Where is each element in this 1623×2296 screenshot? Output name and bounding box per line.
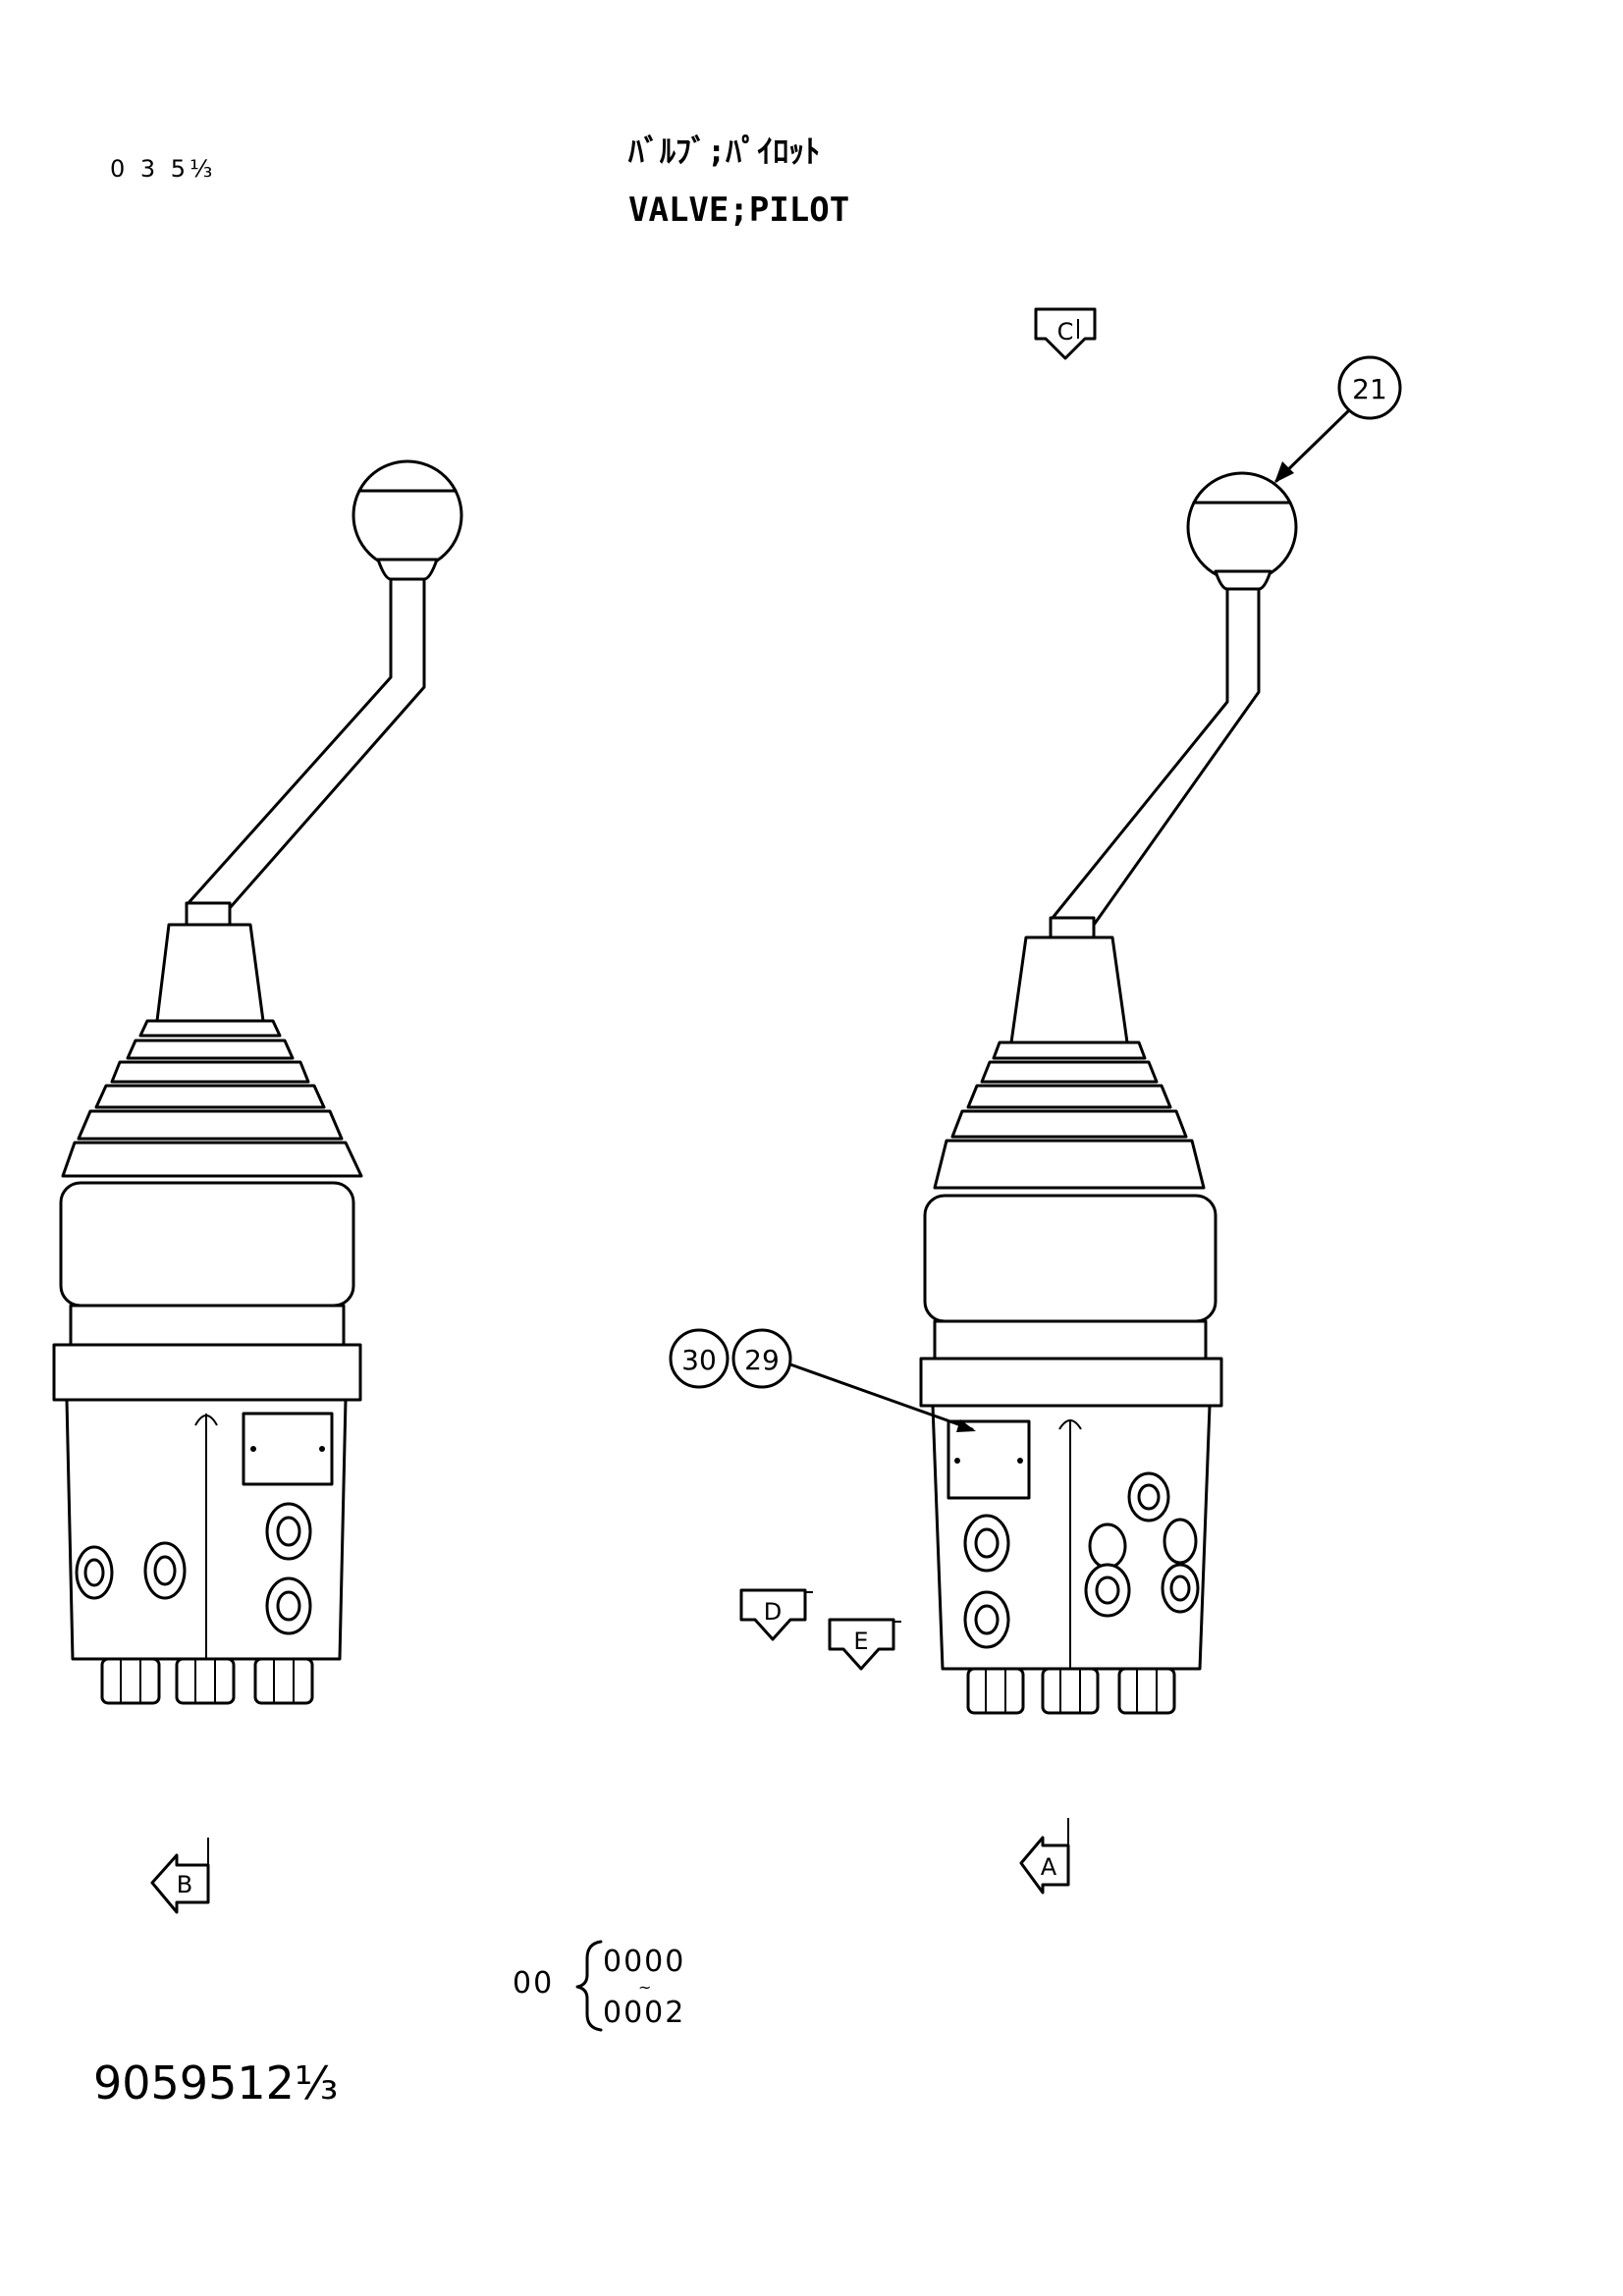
callout-29-label: 29 [744,1344,780,1376]
view-marker-e-label: E [853,1628,868,1655]
view-marker-d: D [739,1588,813,1641]
serial-prefix: 00 [513,1966,554,2001]
callout-30-label: 30 [681,1344,717,1376]
left-knob [352,459,463,571]
right-collar [923,1194,1217,1323]
left-nameplate [242,1412,334,1486]
pilot-valve-left-view [52,459,463,1705]
drawing-number: 9059512⅓ [93,2056,338,2109]
pilot-valve-right-view [919,471,1298,1715]
right-nameplate [947,1419,1031,1500]
right-knob [1186,471,1298,583]
serial-from: 0000 [603,1945,685,1979]
view-marker-d-label: D [764,1598,782,1626]
view-marker-a-label: A [1041,1853,1057,1881]
serial-tilde: ~ [638,1978,651,1997]
callout-21: 21 [1274,355,1402,483]
title-english: VALVE;PILOT [628,190,849,230]
page-code: 0 3 5⅓ [110,155,216,183]
right-bellows [933,1139,1206,1190]
view-marker-c-label: C [1057,318,1074,346]
right-cone [1009,935,1129,1044]
left-bellows [61,1141,363,1178]
serial-range: 00 0000 ~ 0002 [513,1940,685,2032]
left-flange [52,1343,362,1402]
left-cone [155,923,265,1023]
right-flange [919,1357,1223,1408]
title-japanese: ﾊﾞﾙﾌﾞ;ﾊﾟｲﾛｯﾄ [627,133,820,170]
view-marker-b-label: B [177,1871,192,1898]
callout-30-29: 30 29 [669,1328,976,1432]
view-marker-b: B [150,1838,210,1914]
view-marker-e: E [828,1618,901,1671]
callout-21-label: 21 [1352,373,1387,405]
left-collar [59,1181,355,1308]
view-marker-a: A [1019,1818,1070,1895]
view-marker-c: C [1034,307,1097,360]
serial-to: 0002 [603,1996,685,2030]
